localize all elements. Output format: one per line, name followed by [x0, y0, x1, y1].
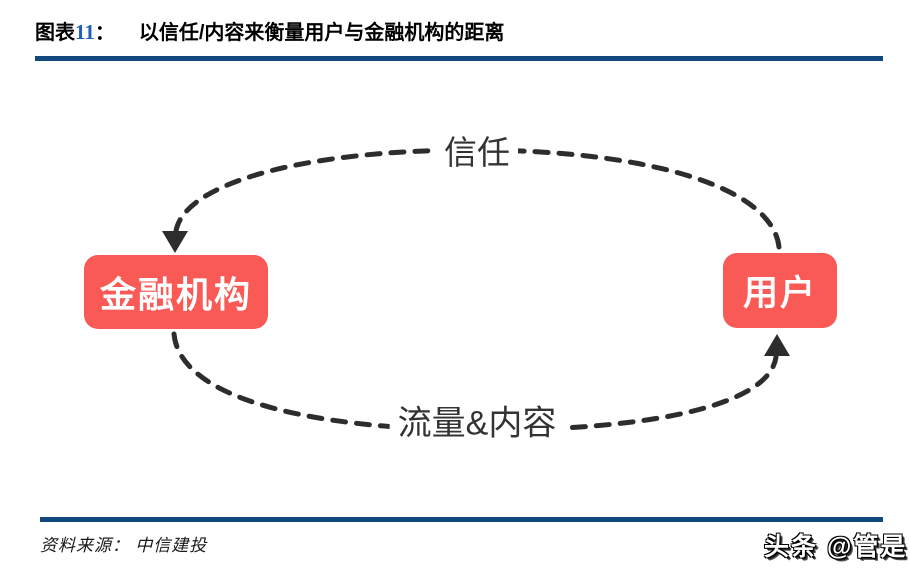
footer-divider-rule: [40, 517, 883, 522]
figure-header: 图表11： 以信任/内容来衡量用户与金融机构的距离: [35, 16, 504, 45]
node-user: 用户: [723, 253, 837, 328]
figure-label-colon: ：: [94, 22, 115, 44]
source-note: 资料来源： 中信建投: [40, 536, 208, 555]
figure-title: 以信任/内容来衡量用户与金融机构的距离: [138, 22, 505, 44]
trust-arrowhead-icon: [162, 231, 188, 253]
toutiao-watermark: 头条 @管是: [764, 533, 908, 561]
figure-label-prefix: 图表: [35, 22, 75, 44]
figure-number: 11: [75, 20, 95, 44]
edge-label-traffic-content: 流量&内容: [389, 395, 565, 445]
title-underline-rule: [35, 56, 883, 61]
edge-label-trust: 信任: [436, 126, 518, 174]
node-financial-institution: 金融机构: [84, 255, 268, 329]
flow-arrowhead-icon: [764, 334, 790, 356]
